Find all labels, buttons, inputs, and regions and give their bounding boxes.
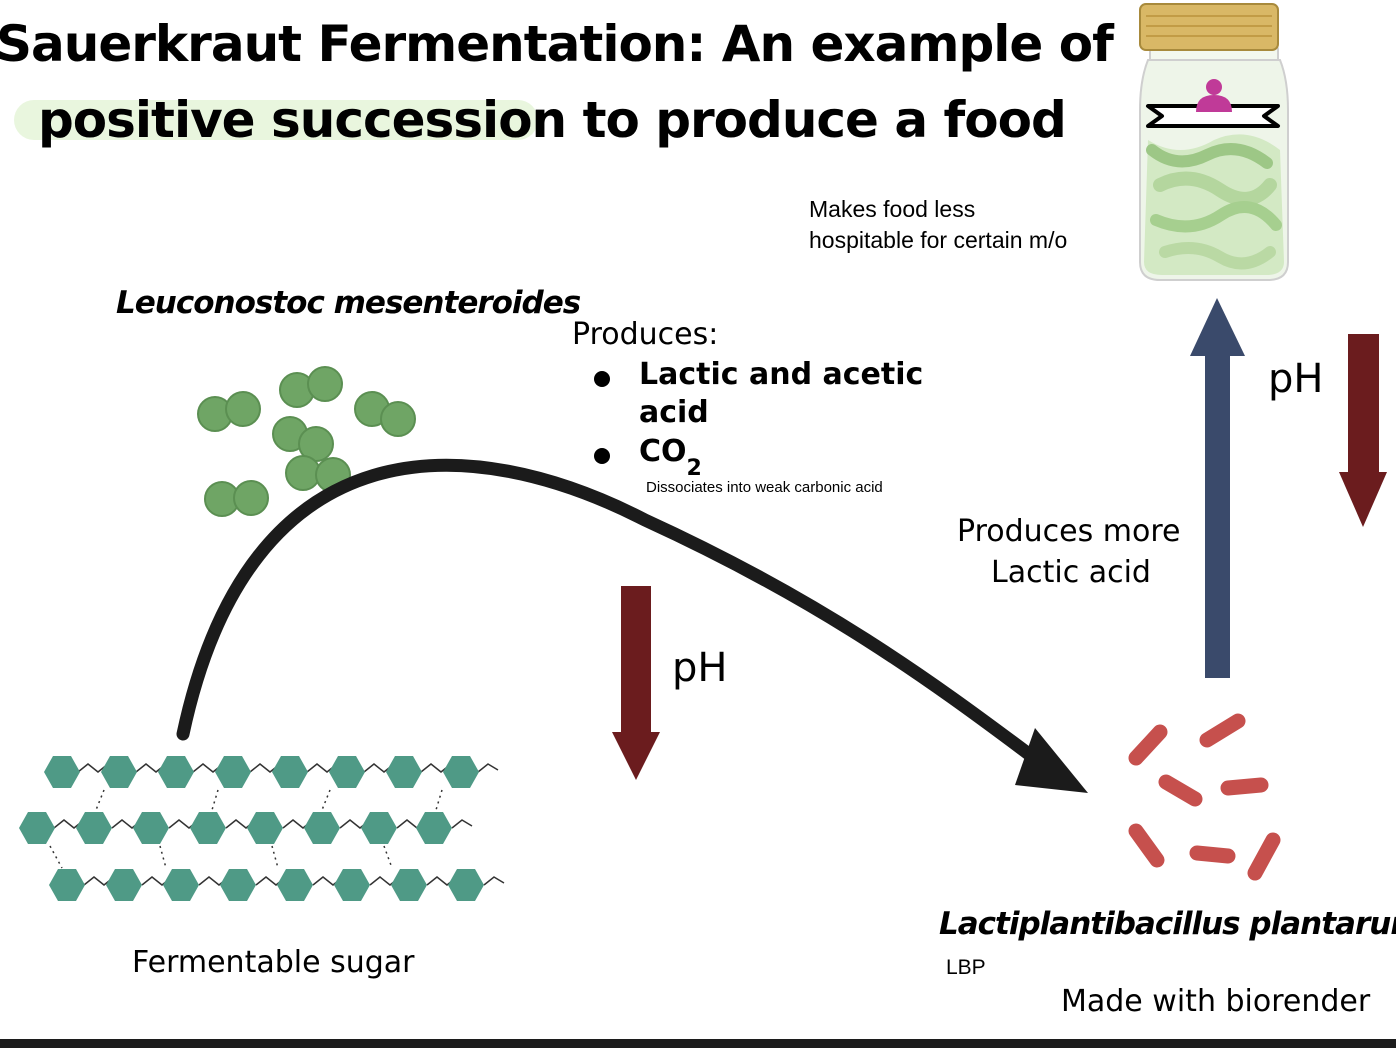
lactiplantibacillus-bacilli-icon xyxy=(1128,713,1281,881)
fermentable-sugar-icon xyxy=(19,756,505,901)
ph-down-arrow-center xyxy=(612,586,660,780)
credit-label: Made with biorender xyxy=(1061,984,1371,1019)
title-line-1: Sauerkraut Fermentation: An example of xyxy=(0,15,1114,73)
co2-main: CO xyxy=(639,434,687,469)
ph-label-right: pH xyxy=(1268,356,1324,402)
sauerkraut-jar-icon xyxy=(1139,3,1289,281)
bullet-2 xyxy=(594,448,610,464)
produces-more-line-1: Produces more xyxy=(957,514,1181,549)
lbp-abbrev: LBP xyxy=(946,956,986,979)
leuconostoc-cocci-icon xyxy=(197,366,416,517)
sugar-label: Fermentable sugar xyxy=(132,945,415,980)
produces-heading: Produces: xyxy=(572,317,719,352)
lactiplantibacillus-label: Lactiplantibacillus plantarum xyxy=(939,906,1396,942)
title-highlight-text: positive succession xyxy=(38,91,567,149)
bottom-bar xyxy=(0,1039,1396,1048)
ph-label-center: pH xyxy=(672,645,728,691)
up-arrow xyxy=(1190,298,1245,678)
jar-caption-line-1: Makes food less xyxy=(809,196,976,222)
produces-item-1-line-1: Lactic and acetic xyxy=(639,357,924,392)
produces-item-1-line-2: acid xyxy=(639,395,709,430)
succession-curve-arrow xyxy=(176,458,1088,793)
title-highlight xyxy=(14,100,538,140)
produces-item-2: CO2 xyxy=(639,434,702,481)
co2-subscript: 2 xyxy=(686,456,702,481)
ph-down-arrow-right xyxy=(1339,334,1387,527)
title-line-2: positive succession to produce a food xyxy=(38,91,1067,150)
jar-caption-line-2: hospitable for certain m/o xyxy=(809,227,1068,253)
co2-note: Dissociates into weak carbonic acid xyxy=(646,479,883,496)
leuconostoc-label: Leuconostoc mesenteroides xyxy=(116,285,581,321)
bullet-1 xyxy=(594,371,610,387)
produces-more-line-2: Lactic acid xyxy=(991,555,1151,590)
title-line-2-rest: to produce a food xyxy=(566,91,1067,149)
